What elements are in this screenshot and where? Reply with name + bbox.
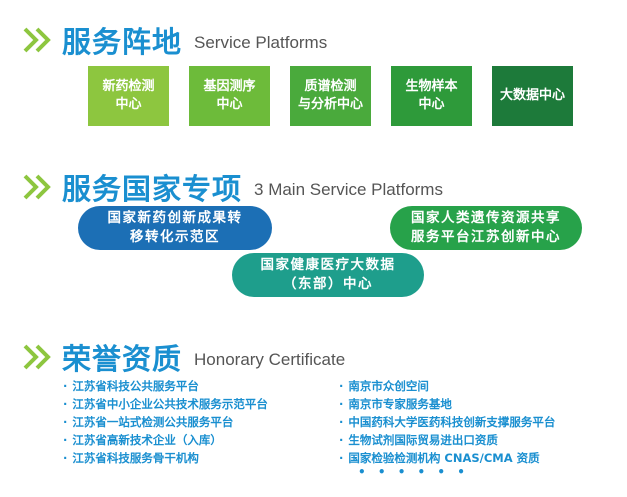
list-item: ·南京市专家服务基地 [339, 397, 452, 411]
section-title-cn: 服务国家专项 [62, 172, 243, 206]
section-projects-heading: 服务国家专项 3 Main Service Platforms [22, 166, 443, 208]
honors-list-right: ·南京市众创空间 ·南京市专家服务基地 ·中国药科大学医药科技创新支撑服务平台 … [339, 377, 555, 467]
list-item: ·江苏省中小企业公共技术服务示范平台 [63, 397, 268, 411]
list-item: ·江苏省科技服务骨干机构 [63, 451, 199, 465]
section-title-en: 3 Main Service Platforms [254, 180, 443, 199]
more-dots: • • • • • • [358, 465, 469, 479]
list-item: ·生物试剂国际贸易进出口资质 [339, 433, 498, 447]
section-honors-heading: 荣誉资质 Honorary Certificate [22, 336, 345, 378]
list-item: ·江苏省一站式检测公共服务平台 [63, 415, 234, 429]
platform-box-mass-spec: 质谱检测 与分析中心 [290, 66, 371, 126]
double-chevron-right-icon [22, 342, 56, 372]
section-title-cn: 服务阵地 [62, 25, 183, 59]
section-title-en: Honorary Certificate [194, 350, 346, 369]
section-platforms-heading: 服务阵地 Service Platforms [22, 19, 327, 61]
project-pill-drug-transfer: 国家新药创新成果转 移转化示范区 [78, 206, 272, 250]
list-item: ·江苏省高新技术企业（入库） [63, 433, 222, 447]
section-title-cn: 荣誉资质 [62, 342, 183, 376]
list-item: ·南京市众创空间 [339, 379, 429, 393]
platform-box-big-data: 大数据中心 [492, 66, 573, 126]
honors-list-left: ·江苏省科技公共服务平台 ·江苏省中小企业公共技术服务示范平台 ·江苏省一站式检… [63, 377, 268, 467]
platform-box-gene-sequencing: 基因测序 中心 [189, 66, 270, 126]
section-title-en: Service Platforms [194, 33, 328, 52]
project-pill-genetic-resources: 国家人类遗传资源共享 服务平台江苏创新中心 [390, 206, 582, 250]
double-chevron-right-icon [22, 172, 56, 202]
list-item: ·中国药科大学医药科技创新支撑服务平台 [339, 415, 556, 429]
list-item: ·江苏省科技公共服务平台 [63, 379, 199, 393]
platform-box-drug-testing: 新药检测 中心 [88, 66, 169, 126]
double-chevron-right-icon [22, 25, 56, 55]
platform-box-biobank: 生物样本 中心 [391, 66, 472, 126]
list-item: ·国家检验检测机构 CNAS/CMA 资质 [339, 451, 540, 465]
project-pill-health-big-data: 国家健康医疗大数据 （东部）中心 [232, 253, 424, 297]
